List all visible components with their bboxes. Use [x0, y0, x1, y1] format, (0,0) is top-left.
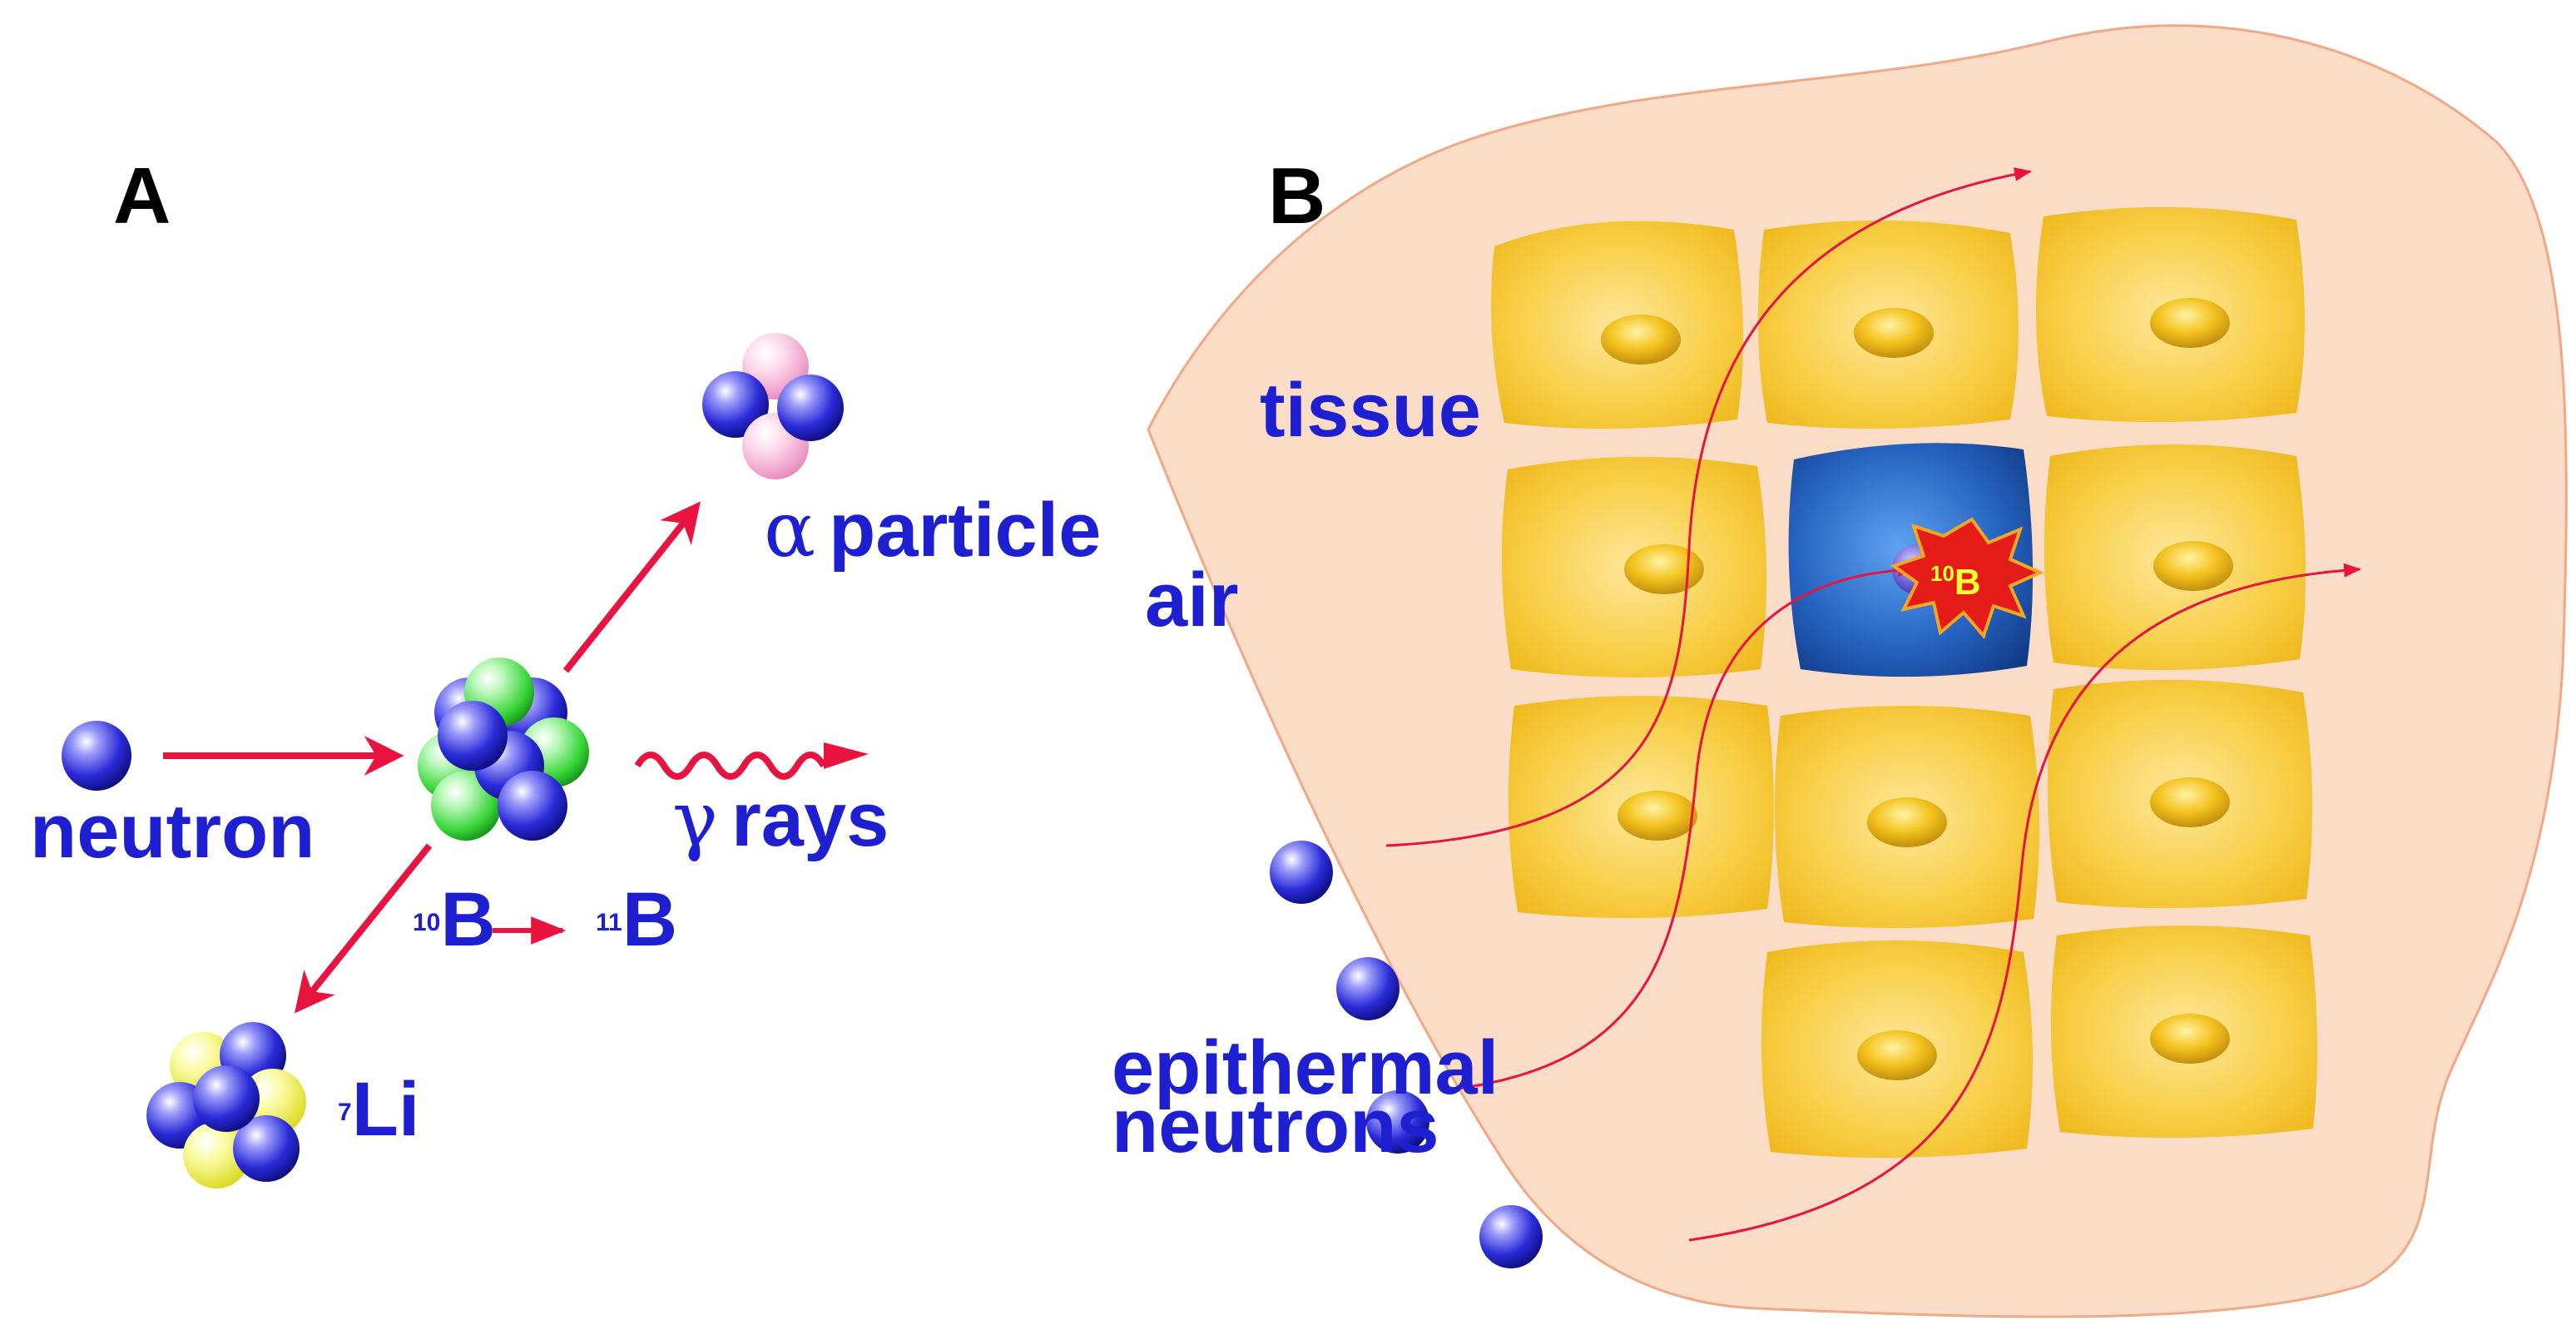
epithermal-neutron	[1366, 1090, 1429, 1154]
tissue-cell	[2035, 206, 2305, 423]
gamma-ray-wave	[634, 752, 827, 780]
lithium-arrow	[294, 843, 433, 1014]
tissue-cell	[1508, 696, 1774, 919]
epithermal-neutron	[1479, 1205, 1543, 1268]
neutron-path-1	[1385, 167, 2033, 847]
boron-burst-label: 10B	[1930, 561, 1981, 603]
epithermal-label-line1: epithermal	[1112, 1025, 1499, 1110]
tissue-label: tissue	[1260, 368, 1481, 453]
tissue-cell	[2043, 444, 2306, 671]
tissue-cell	[2050, 926, 2318, 1139]
air-label: air	[1145, 558, 1239, 643]
lithium-7-nucleus	[146, 1022, 306, 1189]
alpha-arrow	[562, 501, 701, 673]
neutron-label: neutron	[30, 789, 315, 874]
alpha-particle	[702, 333, 844, 479]
li7-label: 7Li	[338, 1067, 419, 1152]
panel-b: B tissue air	[1112, 24, 2568, 1318]
panel-a-letter: A	[113, 151, 171, 241]
neutron-path-3	[1688, 563, 2362, 1242]
tissue-cell	[1501, 456, 1767, 677]
gamma-ray-arrowhead	[824, 742, 869, 769]
tissue-cell	[1757, 220, 2019, 429]
b11-label: 11B	[596, 877, 677, 962]
epithermal-neutron	[1270, 841, 1333, 904]
b10-label: 10B	[413, 877, 496, 962]
boron-10-nucleus	[418, 658, 589, 841]
tissue-cell	[1761, 940, 2034, 1159]
tissue-cell	[2047, 679, 2313, 909]
boron-burst: 10B	[1890, 517, 2044, 639]
incoming-neutron	[62, 721, 131, 791]
epithermal-label-line2: neutrons	[1112, 1084, 1439, 1169]
neutron-path-2	[1444, 563, 1916, 1092]
tissue-cell	[1491, 221, 1744, 429]
tissue-cell	[1774, 706, 2040, 929]
epithermal-neutron	[1336, 957, 1399, 1020]
